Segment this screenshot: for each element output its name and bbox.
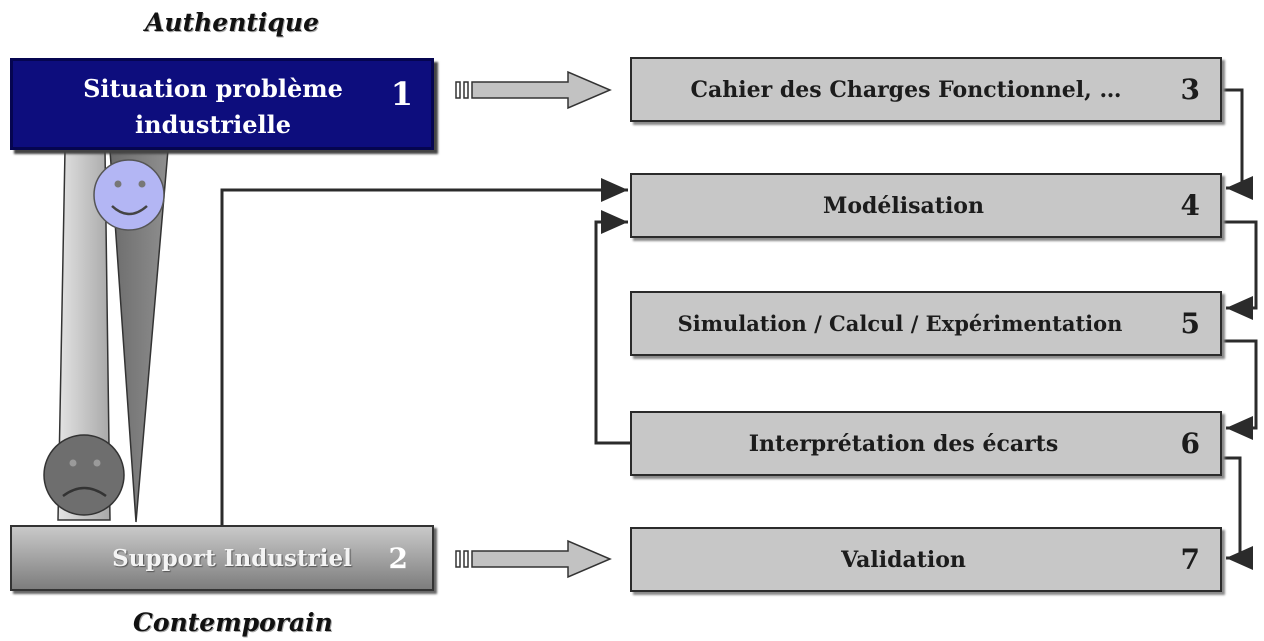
caption-contemporain: Contemporain (133, 608, 333, 637)
step-label: Simulation / Calcul / Expérimentation (677, 311, 1123, 336)
situation-probleme-line1: Situation problème (83, 74, 343, 103)
step-box-cahier-des-charges: Cahier des Charges Fonctionnel, … 3 (630, 57, 1222, 122)
step-number-6: 6 (1180, 427, 1200, 460)
connector-3-to-4 (1222, 88, 1253, 200)
step-label: Interprétation des écarts (748, 430, 1059, 457)
support-industriel-box: Support Industriel 2 (10, 525, 434, 591)
feedback-connector (594, 210, 630, 445)
situation-probleme-line2: industrielle (135, 110, 291, 139)
step-label: Modélisation (823, 192, 984, 219)
step-label: Validation (841, 546, 966, 573)
step-box-validation: Validation 7 (630, 527, 1222, 592)
step-number-2: 2 (388, 541, 408, 575)
dark-beam (109, 149, 169, 523)
situation-probleme-box: Situation problème industrielle 1 (10, 58, 434, 150)
sad-face-icon (43, 434, 125, 516)
step-number-4: 4 (1180, 189, 1200, 222)
step-number-5: 5 (1180, 307, 1200, 340)
caption-authentique: Authentique (145, 8, 319, 37)
step-box-interpretation: Interprétation des écarts 6 (630, 411, 1222, 476)
smiley-face-icon (93, 159, 165, 231)
connector-4-to-5 (1222, 220, 1258, 320)
step-box-simulation: Simulation / Calcul / Expérimentation 5 (630, 291, 1222, 356)
step-label: Cahier des Charges Fonctionnel, … (690, 76, 1122, 103)
support-industriel-label: Support Industriel (112, 544, 352, 572)
connector-6-to-7 (1222, 456, 1253, 570)
light-beam (57, 149, 111, 521)
support-to-modelisation-connector (220, 178, 628, 525)
connector-5-to-6 (1222, 339, 1258, 440)
step-box-modelisation: Modélisation 4 (630, 173, 1222, 238)
step-number-3: 3 (1180, 73, 1200, 106)
step-number-1: 1 (390, 75, 413, 113)
hollow-arrow-top (455, 70, 612, 110)
hollow-arrow-bottom (455, 539, 612, 579)
step-number-7: 7 (1180, 543, 1200, 576)
